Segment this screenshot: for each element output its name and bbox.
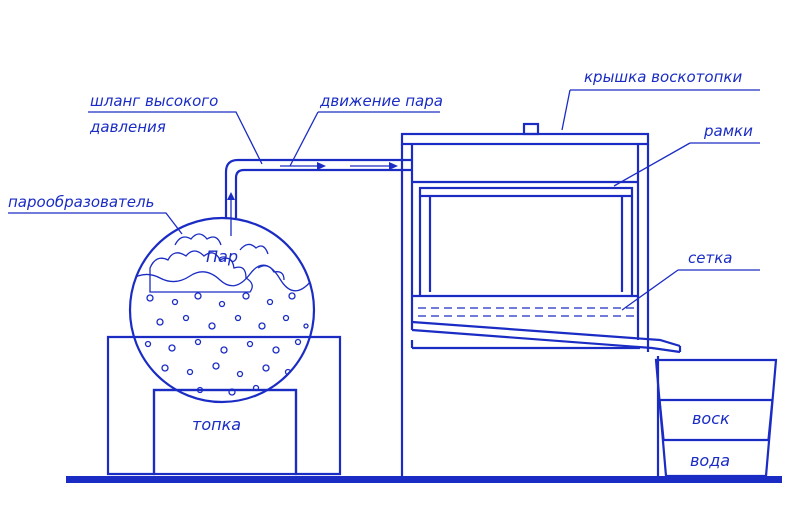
- wax-label: воск: [692, 409, 730, 428]
- hose-label-line1: шланг высокого: [90, 92, 218, 110]
- water-label: вода: [690, 451, 730, 470]
- generator-label: парообразователь: [8, 193, 154, 211]
- frames-label: рамки: [703, 122, 753, 140]
- leader-lines: [8, 89, 760, 311]
- steam-label: Пар: [206, 247, 238, 266]
- firebox-label: топка: [192, 415, 241, 434]
- steam-flow-label: движение пара: [319, 92, 443, 110]
- mesh-label: сетка: [688, 249, 732, 267]
- wax-bucket: [654, 358, 778, 478]
- steam-pipe: [224, 158, 412, 236]
- steam-generator: [128, 216, 316, 404]
- ground-line: [66, 476, 782, 483]
- lid-label: крышка воскотопки: [584, 68, 742, 86]
- wax-melter-tank: [400, 122, 682, 476]
- brick-stove: [106, 335, 342, 476]
- hose-label-line2: давления: [89, 118, 166, 136]
